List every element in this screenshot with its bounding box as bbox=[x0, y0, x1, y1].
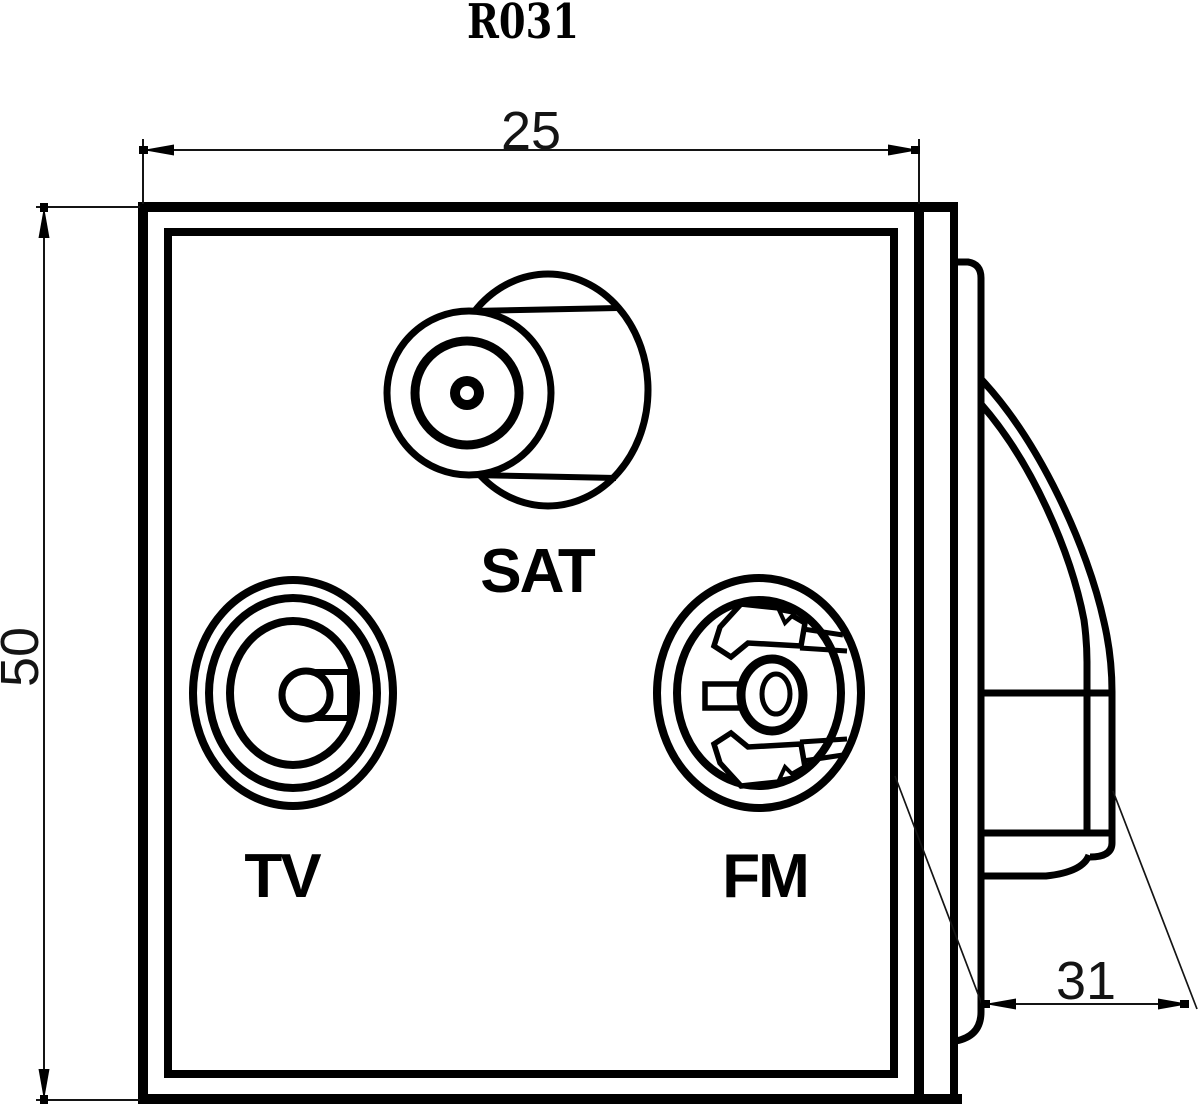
backbox-bottom-cap bbox=[981, 853, 1093, 880]
dimension-depth: 31 bbox=[894, 775, 1198, 1011]
arrow-tick-right bbox=[911, 146, 920, 154]
spring-clip-inner-arc bbox=[978, 401, 1091, 833]
fm-spring-contact-top bbox=[710, 601, 848, 661]
arrow-tick-left bbox=[981, 1000, 990, 1008]
arrowhead-up bbox=[38, 207, 50, 238]
dimension-width: 25 bbox=[139, 101, 920, 204]
tv-connector bbox=[189, 576, 397, 810]
fm-connector bbox=[653, 574, 865, 812]
sat-barrel-top-line bbox=[470, 305, 619, 314]
arrowhead-down bbox=[38, 1069, 50, 1100]
sat-center-hole bbox=[460, 386, 474, 400]
oblique-ext-line-left bbox=[894, 775, 984, 1008]
arrowhead-left bbox=[143, 144, 174, 156]
dimension-depth-value: 31 bbox=[1056, 951, 1116, 1011]
spring-clip-outer-arc bbox=[978, 376, 1116, 861]
sat-barrel-bottom-line bbox=[470, 472, 617, 481]
tv-center-pin bbox=[278, 667, 334, 723]
drawing-title: R031 bbox=[467, 0, 579, 50]
arrowhead-right bbox=[888, 144, 919, 156]
backbox-front-wall bbox=[954, 258, 985, 1045]
tv-port-label: TV bbox=[244, 842, 321, 911]
oblique-ext-line-right bbox=[1112, 790, 1198, 1010]
arrow-tick-up bbox=[40, 203, 48, 212]
faceplate-inner-border bbox=[164, 228, 898, 1078]
dimension-height: 50 bbox=[0, 203, 140, 1104]
arrow-tick-left bbox=[139, 146, 148, 154]
arrow-tick-right bbox=[1180, 1000, 1189, 1008]
sat-connector bbox=[383, 270, 652, 510]
fm-center-hole bbox=[759, 671, 793, 717]
fm-spring-contact-bottom bbox=[710, 729, 848, 789]
arrowhead-right bbox=[1158, 998, 1189, 1010]
dimension-width-value: 25 bbox=[501, 101, 561, 161]
dimension-height-value: 50 bbox=[0, 627, 50, 687]
arrowhead-left bbox=[985, 998, 1016, 1010]
arrow-tick-down bbox=[40, 1095, 48, 1104]
sat-port-label: SAT bbox=[480, 537, 596, 606]
side-profile-view bbox=[916, 202, 1116, 1104]
fm-port-label: FM bbox=[722, 842, 808, 911]
